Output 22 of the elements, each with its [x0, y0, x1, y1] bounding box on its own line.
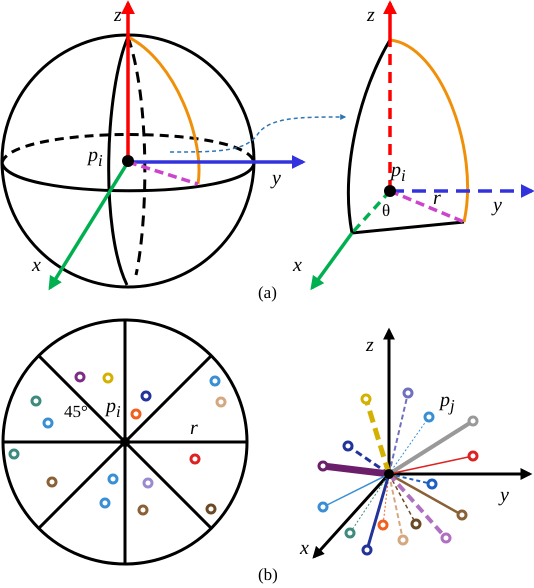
axis-label: y — [272, 168, 281, 188]
sphere-drawing — [0, 34, 256, 288]
axis-label: y — [493, 195, 502, 215]
wedge-drawing — [347, 38, 470, 234]
angle-label: 45° — [64, 403, 88, 420]
panel-label: (b) — [258, 566, 278, 583]
angle-label: θ — [382, 202, 390, 219]
axis-label: z — [114, 5, 122, 25]
axis-label: y — [500, 485, 509, 505]
point-label: p$_{i}$ — [391, 160, 406, 185]
radius-label: r — [433, 188, 441, 208]
arrow — [170, 114, 346, 153]
radius-label: r — [190, 418, 198, 438]
point-label: p$_{j}$ — [440, 390, 455, 415]
axis-label: x — [32, 255, 41, 275]
axis-label: z — [366, 335, 374, 355]
axis-label: x — [293, 255, 302, 275]
axis-label: z — [367, 5, 375, 25]
panel-label: (a) — [258, 284, 277, 301]
axis-label: x — [300, 538, 309, 558]
point-label: p$_{i}$ — [106, 396, 121, 421]
point-label: p$_{i}$ — [88, 145, 103, 170]
